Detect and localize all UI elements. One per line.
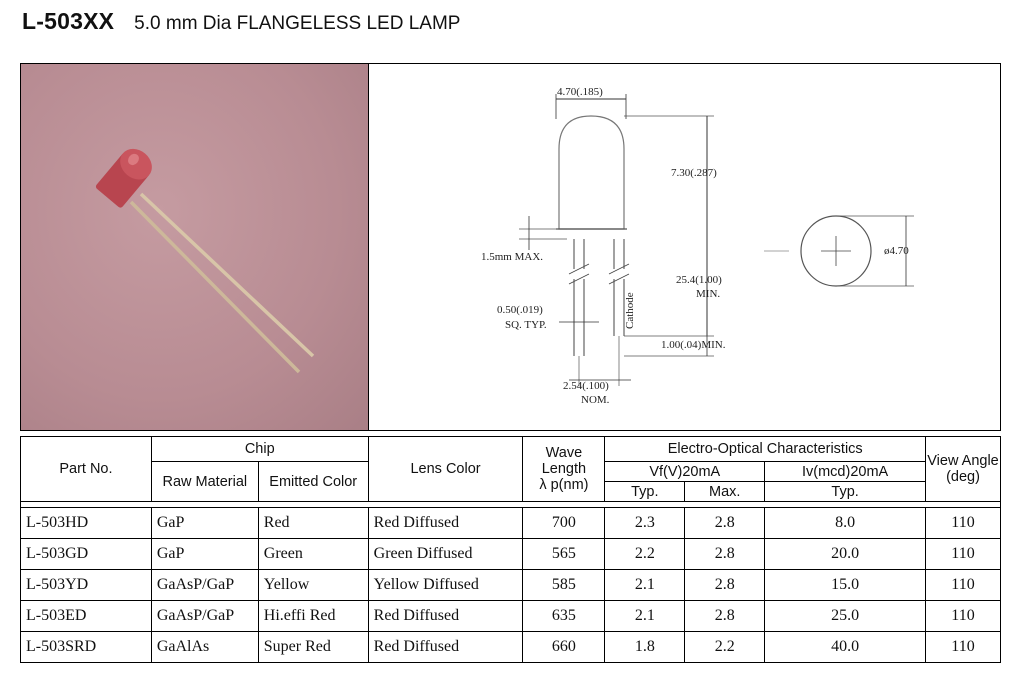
cell-angle: 110 (925, 507, 1001, 539)
led-lead-short (129, 200, 301, 374)
dim-lead-length-min: MIN. (696, 288, 720, 300)
cell-angle: 110 (925, 631, 1001, 663)
cathode-label: Cathode (624, 292, 636, 329)
header-iv-typ: Typ. (764, 481, 927, 502)
header-chip: Chip (150, 436, 369, 462)
cell-lens: Yellow Diffused (367, 569, 524, 601)
figure-frame: 4.70(.185) 7.30(.287) 1.5mm MAX. (20, 63, 1001, 431)
header-emitted-color: Emitted Color (257, 461, 369, 502)
cell-raw: GaAsP/GaP (150, 569, 259, 601)
cell-iv-typ: 40.0 (764, 631, 927, 663)
page-title: L-503XX 5.0 mm Dia FLANGELESS LED LAMP (22, 8, 460, 42)
header-vf: Vf(V)20mA (604, 461, 766, 482)
cell-angle: 110 (925, 538, 1001, 570)
cell-vf-max: 2.2 (684, 631, 766, 663)
led-photo (21, 64, 369, 430)
cell-part: L-503GD (20, 538, 152, 570)
dim-pitch-label: 2.54(.100) (563, 380, 609, 392)
table-row: L-503HD GaP Red Red Diffused 700 2.3 2.8… (20, 507, 1001, 539)
cell-vf-typ: 2.2 (604, 538, 686, 570)
header-view-angle: View Angle(deg) (925, 436, 1001, 502)
header-electro-optical: Electro-Optical Characteristics (604, 436, 927, 462)
cell-lens: Red Diffused (367, 507, 524, 539)
cell-iv-typ: 25.0 (764, 600, 927, 632)
cell-wave: 700 (522, 507, 606, 539)
table-row: L-503ED GaAsP/GaP Hi.effi Red Red Diffus… (20, 600, 1001, 632)
led-lead-long (139, 192, 315, 358)
cell-part: L-503YD (20, 569, 152, 601)
cell-iv-typ: 20.0 (764, 538, 927, 570)
cell-part: L-503ED (20, 600, 152, 632)
cell-vf-max: 2.8 (684, 569, 766, 601)
dim-pitch-nom: NOM. (581, 394, 610, 406)
dim-height-label: 7.30(.287) (671, 167, 717, 179)
dimension-drawing: 4.70(.185) 7.30(.287) 1.5mm MAX. (369, 64, 1000, 430)
dim-diameter-label: ø4.70 (884, 245, 909, 257)
cell-lens: Green Diffused (367, 538, 524, 570)
cell-vf-max: 2.8 (684, 600, 766, 632)
cell-iv-typ: 8.0 (764, 507, 927, 539)
header-iv: Iv(mcd)20mA (764, 461, 927, 482)
part-number-title: L-503XX (22, 8, 115, 34)
cell-angle: 110 (925, 569, 1001, 601)
dim-lead-square-label: 0.50(.019) (497, 304, 543, 316)
led-body (95, 148, 152, 208)
table-row: L-503YD GaAsP/GaP Yellow Yellow Diffused… (20, 569, 1001, 601)
cell-lens: Red Diffused (367, 631, 524, 663)
led-dimension-diagram: 4.70(.185) 7.30(.287) 1.5mm MAX. (481, 86, 914, 406)
dim-width-label: 4.70(.185) (557, 86, 603, 98)
cell-angle: 110 (925, 600, 1001, 632)
cell-vf-typ: 1.8 (604, 631, 686, 663)
cell-vf-typ: 2.1 (604, 569, 686, 601)
cell-vf-max: 2.8 (684, 507, 766, 539)
cell-wave: 635 (522, 600, 606, 632)
header-lens-color: Lens Color (367, 436, 524, 502)
dim-lead-end-label: 1.00(.04)MIN. (661, 339, 726, 351)
cell-lens: Red Diffused (367, 600, 524, 632)
dim-flange-label: 1.5mm MAX. (481, 251, 543, 263)
cell-wave: 565 (522, 538, 606, 570)
cell-emitted: Super Red (257, 631, 369, 663)
cell-iv-typ: 15.0 (764, 569, 927, 601)
cell-wave: 585 (522, 569, 606, 601)
cell-part: L-503SRD (20, 631, 152, 663)
cell-raw: GaP (150, 507, 259, 539)
product-description: 5.0 mm Dia FLANGELESS LED LAMP (134, 13, 461, 34)
table-row: L-503GD GaP Green Green Diffused 565 2.2… (20, 538, 1001, 570)
cell-vf-typ: 2.1 (604, 600, 686, 632)
header-part-no: Part No. (20, 436, 152, 502)
cell-vf-typ: 2.3 (604, 507, 686, 539)
cell-part: L-503HD (20, 507, 152, 539)
cell-raw: GaP (150, 538, 259, 570)
cell-emitted: Hi.effi Red (257, 600, 369, 632)
cell-emitted: Yellow (257, 569, 369, 601)
header-vf-max: Max. (684, 481, 766, 502)
cell-emitted: Red (257, 507, 369, 539)
table-row: L-503SRD GaAlAs Super Red Red Diffused 6… (20, 631, 1001, 663)
dim-lead-length-label: 25.4(1.00) (676, 274, 722, 286)
cell-vf-max: 2.8 (684, 538, 766, 570)
lamp-body-outline (558, 115, 625, 230)
cell-raw: GaAlAs (150, 631, 259, 663)
led-photo-illustration (95, 148, 315, 374)
cell-emitted: Green (257, 538, 369, 570)
header-raw-material: Raw Material (150, 461, 259, 502)
cell-wave: 660 (522, 631, 606, 663)
dim-lead-square-typ: SQ. TYP. (505, 319, 547, 331)
header-vf-typ: Typ. (604, 481, 686, 502)
cell-raw: GaAsP/GaP (150, 600, 259, 632)
